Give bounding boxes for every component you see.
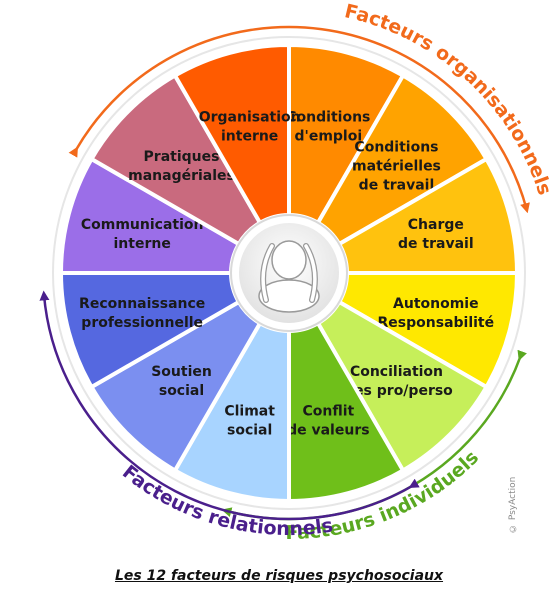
segment-label-line: de travail (398, 236, 474, 252)
segment-label-line: Conditions (354, 140, 438, 156)
segment-label-line: interne (114, 236, 171, 252)
relational-arrow (39, 290, 420, 521)
copyright-credit: © PsyAction (508, 476, 518, 534)
segment-label-line: Soutien (151, 364, 212, 380)
segment-label-communication: Communication interne (81, 217, 204, 252)
segment-label-charge: Charge de travail (398, 217, 474, 252)
segment-label-line: managériales (128, 168, 235, 184)
segment-label-line: professionnelle (81, 315, 203, 331)
segment-label-line: de valeurs (287, 422, 369, 438)
segment-label-line: de travail (359, 178, 435, 194)
segment-label-line: Responsabilité (378, 315, 495, 331)
center-hub (230, 214, 348, 332)
segment-label-line: Climat (224, 403, 275, 419)
segment-label-line: Communication (81, 217, 204, 233)
segment-label-line: Pratiques (144, 149, 220, 165)
segment-label-organisation: Organisation interne (199, 110, 301, 145)
segment-label-line: Autonomie (393, 296, 479, 312)
organisational-arrow (68, 25, 530, 214)
segment-label-line: Conflit (302, 403, 354, 419)
segment-label-line: Charge (408, 217, 464, 233)
segment-label-line: Organisation (199, 110, 301, 126)
segment-label-line: social (159, 383, 204, 399)
arrows-group (39, 25, 530, 521)
segment-label-line: Reconnaissance (79, 296, 205, 312)
figure-caption: Les 12 facteurs de risques psychosociaux (114, 568, 444, 584)
segment-label-line: interne (221, 129, 278, 145)
segment-label-line: matérielles (352, 159, 441, 175)
segment-label-line: d'emploi (295, 129, 363, 145)
segment-label-line: social (227, 422, 272, 438)
segment-label-conditions: Conditions matérielles de travail (352, 140, 441, 194)
segment-label-line: Conciliation (350, 364, 443, 380)
segment-label-line: Conditions (286, 110, 370, 126)
segment-label-conditions: Conditions d'emploi (286, 110, 370, 145)
